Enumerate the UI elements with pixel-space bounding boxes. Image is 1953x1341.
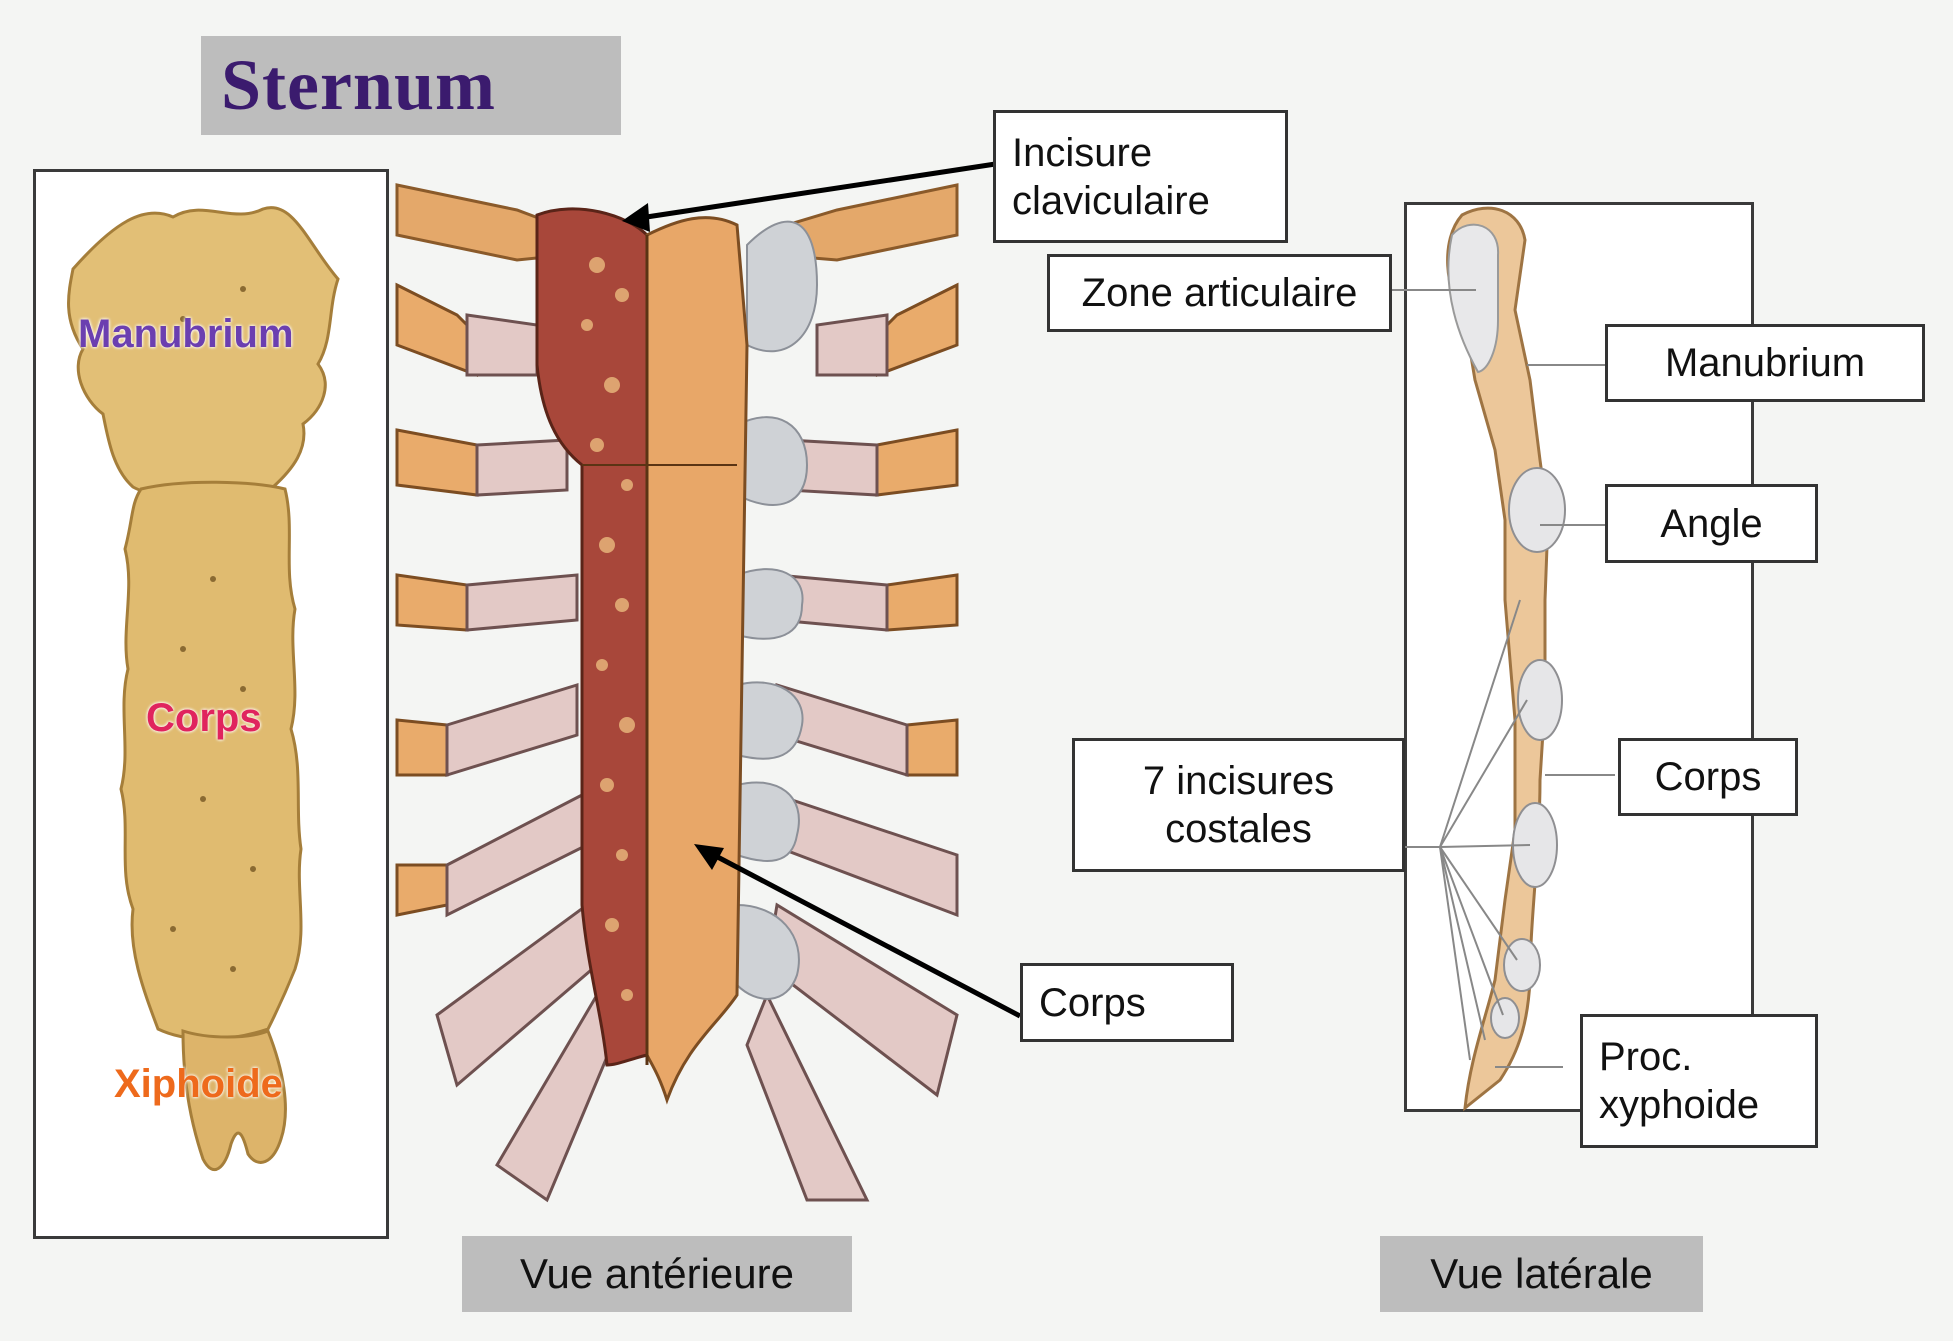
incisure-claviculaire-text: Incisure claviculaire — [1012, 130, 1210, 223]
sternum-isolated-illustration — [67, 206, 340, 1172]
lateral-manubrium-label: Manubrium — [1605, 324, 1925, 402]
incisures-costales-text: 7 incisures costales — [1142, 759, 1335, 851]
incisure-claviculaire-label: Incisure claviculaire — [993, 110, 1288, 243]
xiphoide-label: Xiphoide — [114, 1062, 283, 1106]
lateral-caption: Vue latérale — [1380, 1236, 1703, 1312]
anterior-view-illustration — [395, 165, 959, 1203]
proc-xyphoide-label: Proc. xyphoide — [1580, 1014, 1818, 1148]
proc-xyphoide-text: Proc. xyphoide — [1599, 1035, 1760, 1127]
corps-label: Corps — [146, 696, 262, 740]
page-title: Sternum — [221, 45, 496, 125]
anterior-caption: Vue antérieure — [462, 1236, 852, 1312]
lateral-caption-text: Vue latérale — [1430, 1250, 1653, 1297]
lateral-corps-label: Corps — [1618, 738, 1798, 816]
zone-articulaire-label: Zone articulaire — [1047, 254, 1392, 332]
sternum-isolated-panel: Manubrium Corps Xiphoide — [33, 169, 389, 1239]
anterior-caption-text: Vue antérieure — [520, 1250, 794, 1297]
angle-label: Angle — [1605, 484, 1818, 563]
zone-articulaire-text: Zone articulaire — [1081, 271, 1358, 315]
anterior-corps-text: Corps — [1039, 980, 1146, 1025]
title-box: Sternum — [201, 36, 621, 135]
manubrium-label: Manubrium — [78, 312, 294, 356]
incisures-costales-label: 7 incisures costales — [1072, 738, 1405, 872]
anterior-corps-label: Corps — [1020, 963, 1234, 1042]
angle-text: Angle — [1660, 501, 1763, 546]
lateral-manubrium-text: Manubrium — [1664, 341, 1866, 385]
lateral-corps-text: Corps — [1654, 755, 1762, 799]
